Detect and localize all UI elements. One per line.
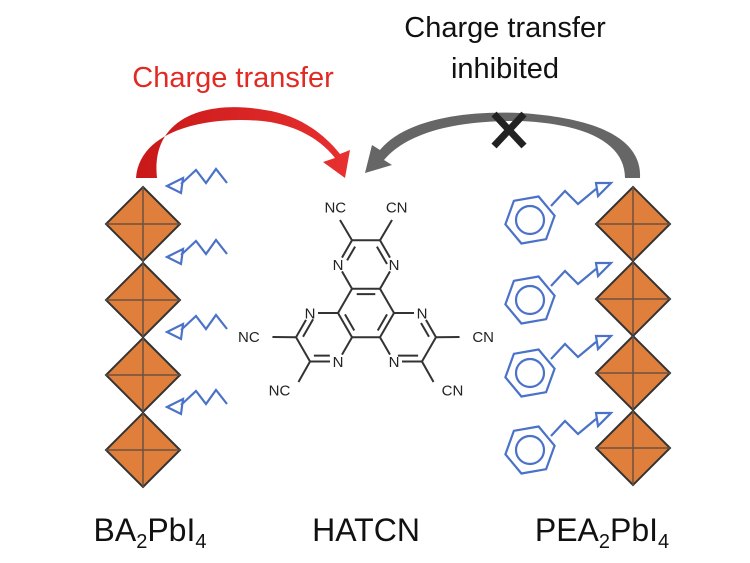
pbi6-octahedron xyxy=(104,336,182,414)
nitrile-group: NC xyxy=(324,200,346,217)
nitrogen-atom: N xyxy=(389,354,400,371)
ba2pbi4-label: BA2PbI4 xyxy=(93,512,207,553)
bond xyxy=(379,288,395,314)
bond xyxy=(341,239,353,259)
bond xyxy=(379,270,391,290)
charge-transfer-arrow xyxy=(136,107,350,178)
bond xyxy=(425,319,437,338)
nitrogen-atom: N xyxy=(305,306,316,323)
phenethylammonium-ligands xyxy=(504,181,614,475)
butylammonium-ligand xyxy=(164,313,228,341)
nitrile-group: CN xyxy=(472,329,494,346)
pbi6-octahedron xyxy=(594,409,672,487)
bond xyxy=(337,288,353,314)
charge-transfer-title: Charge transfer xyxy=(132,62,334,94)
butylammonium-ligand xyxy=(164,388,228,416)
nitrogen-atom: N xyxy=(333,354,344,371)
ethylammonium-chain xyxy=(550,261,614,287)
ba2pbi4-octahedra-chain xyxy=(104,185,182,489)
aromatic-circle xyxy=(514,204,546,236)
bond xyxy=(379,239,391,259)
nitrile-group: CN xyxy=(386,200,408,217)
aromatic-circle xyxy=(514,284,546,316)
phenethylammonium-ligand xyxy=(504,181,614,245)
hatcn-molecule: N N NC CN N N CN CN N N NC NC xyxy=(238,200,494,400)
bond xyxy=(337,312,353,338)
nitrile-bond xyxy=(379,219,393,241)
pbi6-octahedron xyxy=(594,185,672,263)
ethylammonium-chain xyxy=(550,411,614,437)
double-bond xyxy=(346,246,356,261)
bond xyxy=(379,336,391,356)
phenethylammonium-ligand xyxy=(504,411,614,475)
benzene-ring xyxy=(504,275,556,325)
butylammonium-ligands xyxy=(164,167,228,416)
bond xyxy=(379,312,395,338)
inhibited-transfer-arrow xyxy=(365,112,641,178)
benzene-ring xyxy=(504,348,556,398)
pbi6-octahedron xyxy=(104,261,182,339)
nitrogen-atom: N xyxy=(389,257,400,274)
benzene-ring xyxy=(504,195,556,245)
butylammonium-ligand xyxy=(164,167,228,195)
hatcn-label: HATCN xyxy=(312,512,420,548)
ethylammonium-chain xyxy=(550,181,614,207)
title-line-2: inhibited xyxy=(450,53,560,85)
pea2pbi4-label: PEA2PbI4 xyxy=(534,512,670,553)
butylammonium-ligand xyxy=(164,238,228,266)
aromatic-circle xyxy=(514,357,546,389)
phenethylammonium-ligand xyxy=(504,261,614,325)
double-bond xyxy=(420,322,430,338)
bond xyxy=(341,336,353,356)
bond xyxy=(341,270,353,290)
pbi6-octahedron xyxy=(104,185,182,263)
nitrogen-atom: N xyxy=(417,306,428,323)
phenethylammonium-ligand xyxy=(504,334,614,398)
ethylammonium-chain xyxy=(550,334,614,360)
double-bond xyxy=(376,246,388,265)
aromatic-circle xyxy=(514,434,546,466)
nitrile-group: NC xyxy=(269,382,291,399)
nitrogen-atom: N xyxy=(333,257,344,274)
aromatic-bond xyxy=(376,313,388,331)
pbi6-octahedron xyxy=(594,334,672,412)
nitrile-group: CN xyxy=(442,382,464,399)
charge-transfer-inhibited-title: Charge transfer inhibited xyxy=(404,8,606,90)
double-bond xyxy=(302,318,314,338)
pbi6-octahedron xyxy=(104,411,182,489)
title-line-1: Charge transfer xyxy=(404,12,606,44)
pea2pbi4-octahedra-chain xyxy=(594,185,672,487)
nitrile-bond xyxy=(297,360,311,383)
pbi6-octahedron xyxy=(594,260,672,338)
bond xyxy=(295,336,311,362)
aromatic-bond xyxy=(344,313,356,331)
nitrile-bond xyxy=(421,360,435,383)
bond xyxy=(295,319,307,338)
blocked-x-icon xyxy=(491,111,527,149)
benzene-ring xyxy=(504,425,556,475)
nitrile-bond xyxy=(339,219,353,241)
bond xyxy=(421,336,437,362)
nitrile-group: NC xyxy=(238,329,260,346)
